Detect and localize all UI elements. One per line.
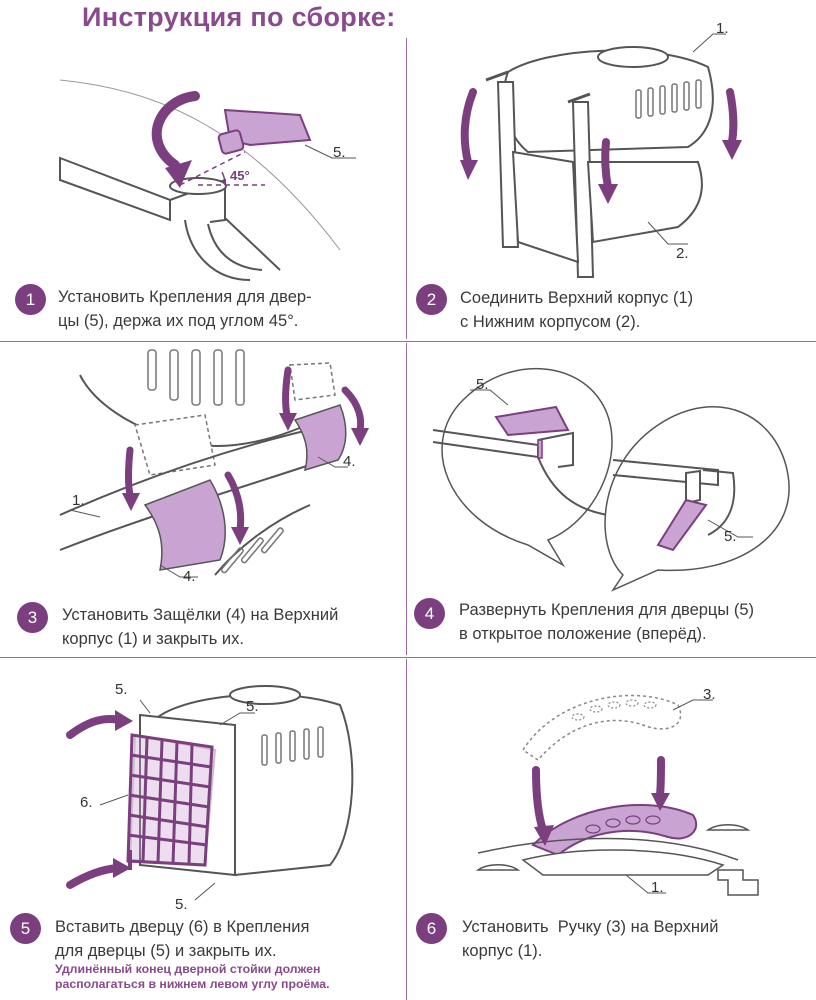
label-mount-closed: 5. — [476, 376, 489, 393]
step-text: Установить Ручку (3) на Верхний корпус (… — [462, 918, 719, 960]
label-top-housing: 1. — [716, 20, 729, 37]
label-mount-right: 5. — [246, 698, 259, 715]
step-text: Установить Крепления для двер- цы (5), д… — [58, 288, 312, 330]
divider-col-1 — [406, 38, 407, 339]
label-door-mount: 5. — [333, 144, 346, 161]
illustration-insert-door: 5. 5. 6. 5. — [66, 681, 354, 913]
divider-col-2 — [406, 343, 407, 655]
illustration-latches: 1. 4. 4. — [59, 349, 369, 585]
divider-row-1 — [0, 341, 816, 342]
step-number: 4 — [414, 598, 445, 629]
step-number: 3 — [17, 602, 48, 633]
illustration-install-handle: 3. 1. — [475, 686, 759, 896]
label-latch-b: 4. — [343, 453, 356, 470]
divider-row-2 — [0, 657, 816, 658]
step-text: Установить Защёлки (4) на Верхний корпус… — [62, 606, 339, 648]
divider-col-3 — [406, 659, 407, 1000]
step-text: Развернуть Крепления для дверцы (5) в от… — [459, 601, 754, 643]
step-number: 2 — [416, 284, 447, 315]
illustration-door-mount: 45° 5. — [59, 79, 356, 281]
label-top-housing-6: 1. — [651, 879, 664, 896]
step-number: 5 — [10, 913, 41, 944]
label-handle: 3. — [703, 686, 716, 703]
step-note: Удлинённый конец дверной стойки должен р… — [55, 962, 330, 991]
label-bottom-housing: 2. — [676, 245, 689, 262]
label-door: 6. — [80, 794, 93, 811]
label-mount-bottom: 5. — [175, 896, 188, 913]
step-text: Соединить Верхний корпус (1) с Нижним ко… — [460, 289, 694, 331]
label-mount-open: 5. — [724, 528, 737, 545]
page-title: Инструкция по сборке: — [82, 2, 396, 32]
illustration-rotate-mounts: 5. 5. — [432, 368, 790, 592]
step-number: 1 — [15, 284, 46, 315]
label-latch-a: 4. — [183, 568, 196, 585]
label-top-housing-3: 1. — [72, 492, 85, 509]
illustration-join-housing: 1. 2. — [460, 20, 742, 278]
step-number: 6 — [416, 913, 447, 944]
angle-label: 45° — [230, 168, 250, 183]
step-text: Вставить дверцу (6) в Крепления для двер… — [55, 918, 310, 960]
label-mount-top: 5. — [115, 681, 128, 698]
